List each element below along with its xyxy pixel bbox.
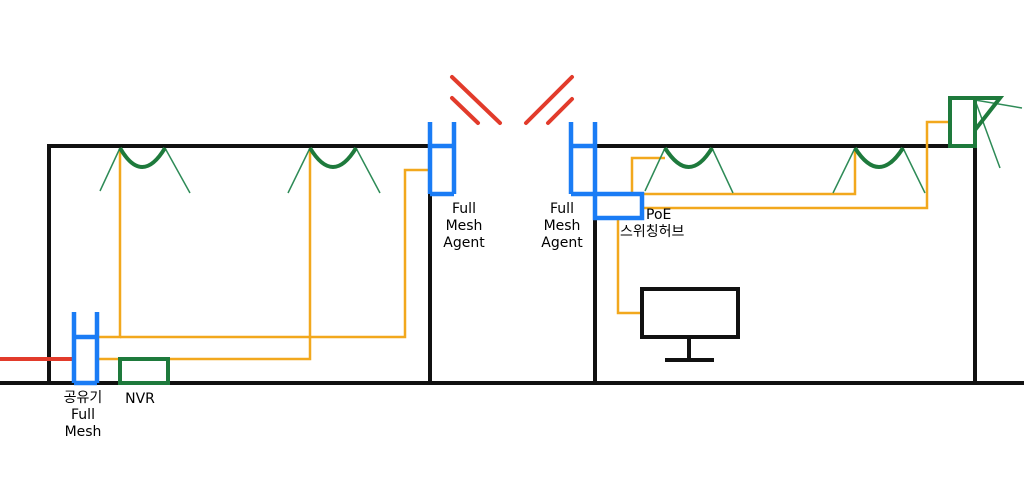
poe-switch-box — [592, 191, 645, 221]
cable-nvr-to-camera-2 — [98, 150, 312, 361]
right-building-outline — [593, 144, 977, 385]
monitor-icon — [640, 287, 740, 362]
agent-right-label: Full Mesh Agent — [541, 201, 583, 251]
mesh-agent-left-device — [427, 122, 457, 197]
agent-left-label: Full Mesh Agent — [443, 201, 485, 251]
cable-router-to-camera-1 — [88, 150, 122, 339]
router-label: 공유기 Full Mesh — [63, 390, 103, 440]
cable-poe-to-camera-3 — [630, 156, 665, 194]
dome-camera-icon — [832, 146, 926, 194]
poe-switch-label: PoE 스위칭허브 — [620, 207, 685, 240]
dome-camera-icon — [287, 146, 381, 194]
nvr-box — [118, 357, 170, 385]
nvr-label: NVR — [125, 391, 155, 407]
cable-poe-to-camera-4 — [642, 150, 857, 196]
dome-camera-icon — [644, 146, 734, 194]
dome-camera-icon — [99, 146, 191, 194]
cable-router-to-agent — [120, 168, 430, 339]
cable-poe-to-outdoor-camera — [642, 120, 950, 210]
wireless-signal-icon — [450, 75, 574, 125]
mesh-agent-right-device — [568, 122, 598, 197]
ethernet-cables — [88, 120, 950, 361]
left-building-outline — [47, 144, 432, 385]
cable-poe-to-monitor — [616, 218, 640, 315]
building-walls — [0, 144, 1024, 385]
router-full-mesh-device — [71, 312, 100, 386]
wall-mounted-camera-icon — [948, 96, 1023, 169]
